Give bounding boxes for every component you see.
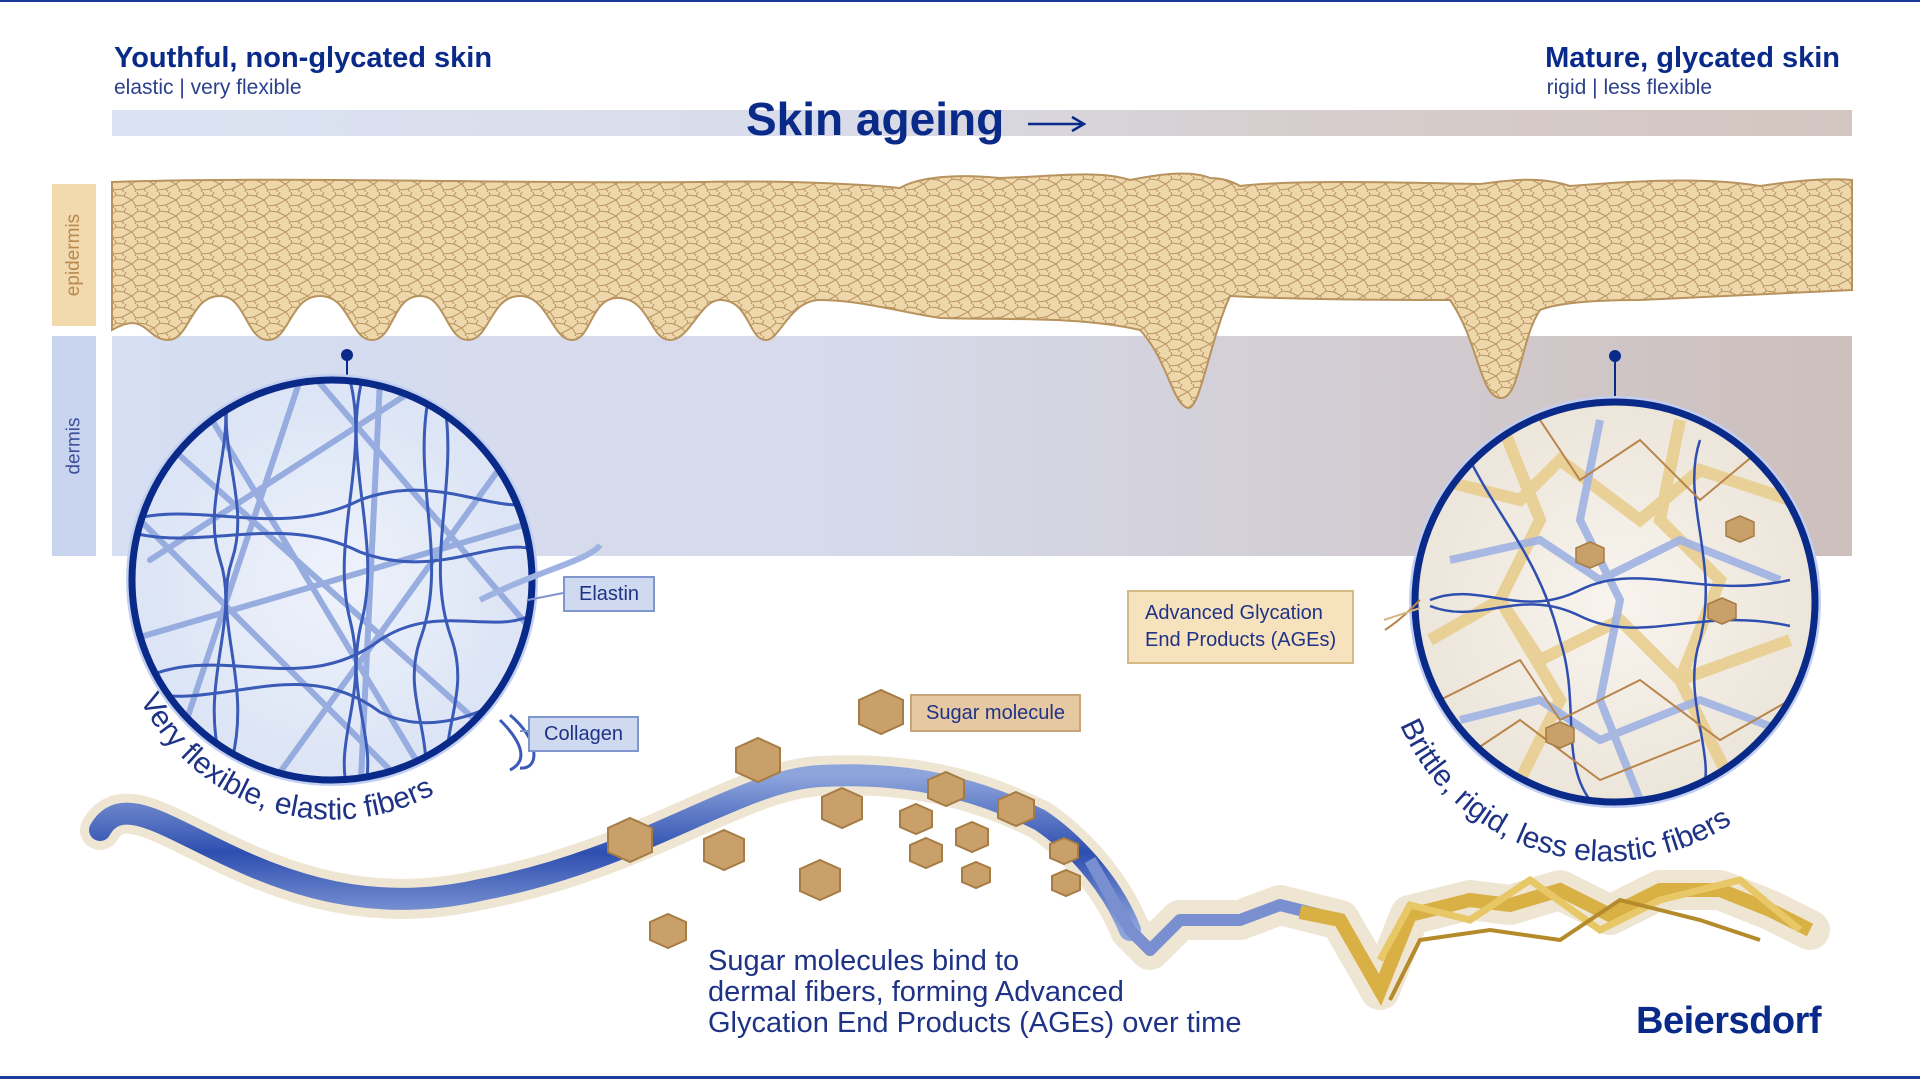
left-fiber-circle — [126, 374, 603, 786]
bottom-frame-line — [0, 1076, 1920, 1079]
epidermis-layer — [111, 172, 1853, 409]
ages-label-line1: Advanced Glycation — [1145, 602, 1323, 624]
left-pin-marker — [341, 349, 353, 361]
right-subtitle: rigid | less flexible — [1546, 76, 1712, 99]
summary-line3: Glycation End Products (AGEs) over time — [708, 1007, 1242, 1039]
brand-logo: Beiersdorf — [1636, 1000, 1822, 1042]
ageing-label: Skin ageing — [746, 93, 1005, 145]
arrow-right-icon — [1028, 115, 1087, 133]
elastin-label: Elastin — [563, 576, 656, 612]
ages-label: Advanced Glycation End Products (AGEs) — [1127, 590, 1355, 664]
right-pin-marker — [1609, 350, 1621, 362]
left-title: Youthful, non-glycated skin — [114, 42, 493, 74]
ageing-bar — [112, 110, 1852, 136]
sugar-molecule-label: Sugar molecule — [910, 694, 1081, 732]
top-frame-line — [0, 0, 1920, 2]
right-fiber-circle — [1384, 396, 1821, 808]
sugar-molecules — [607, 688, 1081, 950]
fiber-transition-illustration — [80, 755, 1830, 1010]
epidermis-tab: epidermis — [52, 184, 96, 326]
summary-line2: dermal fibers, forming Advanced — [708, 976, 1124, 1008]
right-title: Mature, glycated skin — [1545, 42, 1840, 74]
left-subtitle: elastic | very flexible — [114, 76, 302, 99]
collagen-label: Collagen — [528, 716, 639, 752]
ages-label-line2: End Products (AGEs) — [1145, 629, 1337, 651]
summary-line1: Sugar molecules bind to — [708, 945, 1020, 977]
dermis-tab: dermis — [52, 336, 96, 556]
summary-text: Sugar molecules bind to dermal fibers, f… — [708, 946, 1241, 1039]
